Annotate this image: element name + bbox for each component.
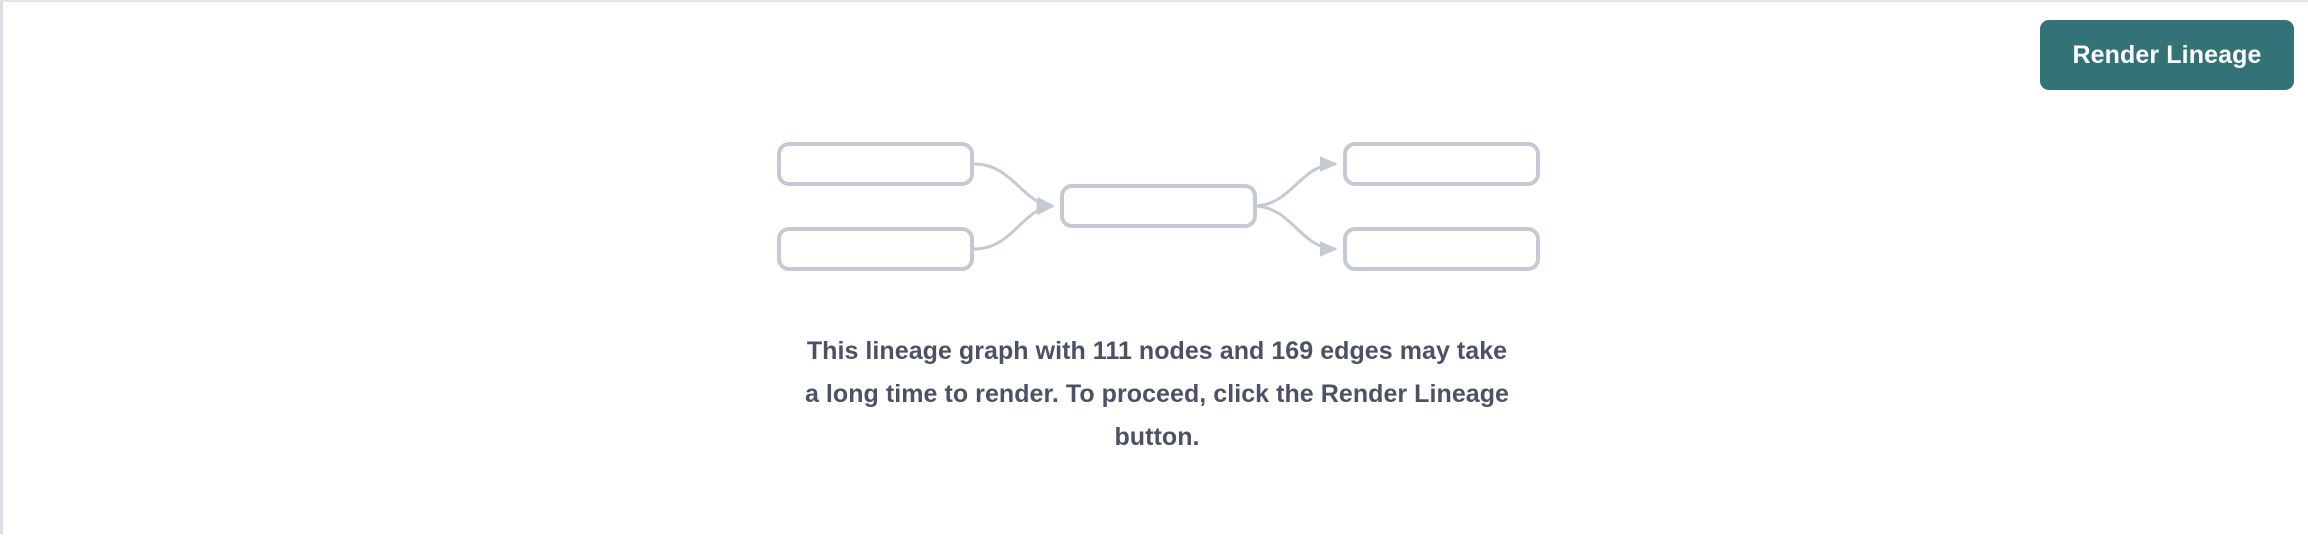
graph-node-source-1 [777,142,974,186]
message-line-1: This lineage graph with 111 nodes and 16… [806,337,1508,365]
edge-source1-to-center [973,162,1055,213]
message-line-3: button. [1114,423,1200,451]
edge-center-to-target2 [1256,204,1338,257]
graph-node-center [1060,184,1257,228]
message-line-2: a long time to render. To proceed, click… [804,380,1510,408]
graph-node-target-2 [1343,227,1540,271]
graph-node-source-2 [777,227,974,271]
edge-center-to-target1 [1256,156,1338,208]
render-lineage-button[interactable]: Render Lineage [2040,20,2294,90]
edge-source2-to-center [973,199,1055,251]
lineage-warning-message: This lineage graph with 111 nodes and 16… [657,330,1657,459]
graph-node-target-1 [1343,142,1540,186]
